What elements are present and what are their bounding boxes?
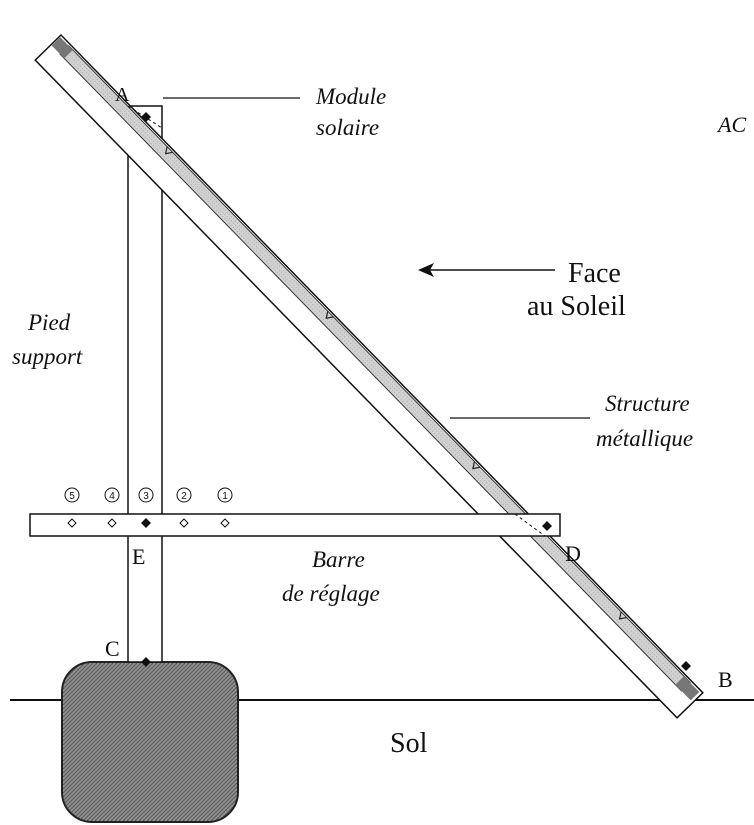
concrete-base — [61, 661, 239, 823]
hole-number-label: 5 — [69, 491, 75, 502]
adjustment-hole — [67, 518, 77, 528]
hole-number-label: 1 — [222, 491, 228, 502]
face-label: au Soleil — [527, 291, 626, 322]
pied-label: support — [12, 344, 83, 369]
module-separator — [164, 146, 173, 155]
adjustment-bar — [29, 513, 561, 537]
label-point-b: B — [718, 667, 733, 692]
hole-number-circle — [64, 487, 80, 503]
metal-structure-beam — [34, 33, 704, 719]
structure-label: Structure — [605, 391, 690, 416]
adjustment-holes — [67, 518, 230, 528]
label-point-a: A — [115, 84, 130, 106]
hole-number-label: 3 — [143, 491, 149, 502]
arrow-head-icon — [418, 263, 434, 277]
hole-number-label: 4 — [109, 491, 115, 502]
support-leg — [127, 105, 163, 663]
pivot-bolt-d — [542, 521, 552, 531]
pied-label: Pied — [27, 310, 71, 335]
face-label: Face — [568, 258, 621, 289]
adjustment-hole — [220, 518, 230, 528]
module-end-cap — [51, 37, 73, 59]
sol-label: Sol — [390, 728, 428, 759]
hole-numbers: 5 4 3 2 1 — [64, 487, 233, 503]
barre-label: Barre — [312, 547, 365, 572]
hole-number-circle — [176, 487, 192, 503]
label-point-e: E — [132, 544, 145, 569]
pivot-bolt-a — [141, 112, 151, 122]
hole-number-label: 2 — [181, 491, 187, 502]
hole-number-circle — [217, 487, 233, 503]
label-point-d: D — [565, 541, 581, 566]
cut-off-text: AC — [716, 112, 746, 137]
module-label: Module — [315, 84, 386, 109]
module-separator — [618, 611, 627, 620]
pivot-bolt-b — [681, 661, 691, 671]
hidden-edge-d — [514, 513, 546, 537]
module-end-cap — [675, 676, 700, 701]
module-label: solaire — [316, 115, 379, 140]
hole-number-circle — [138, 487, 154, 503]
pivot-bolt-c — [141, 657, 151, 667]
adjustment-hole — [179, 518, 189, 528]
module-separator — [325, 311, 334, 320]
adjustment-hole-active — [141, 518, 151, 528]
barre-label: de réglage — [282, 581, 380, 606]
hole-number-circle — [104, 487, 120, 503]
module-separator — [472, 461, 481, 470]
label-point-c: C — [105, 636, 120, 661]
structure-label: métallique — [596, 426, 693, 451]
adjustment-hole — [107, 518, 117, 528]
